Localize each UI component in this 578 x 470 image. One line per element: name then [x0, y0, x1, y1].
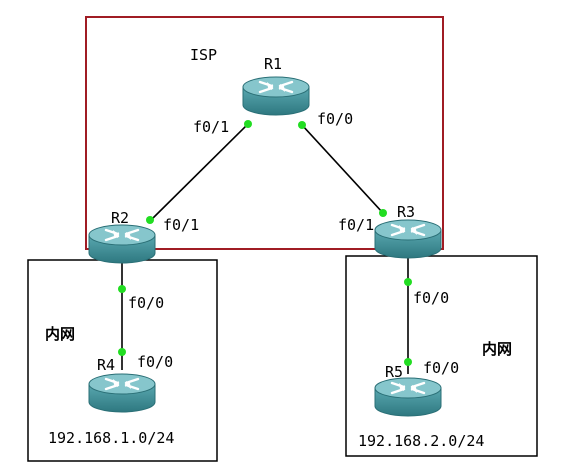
- router-r4-label: R4: [97, 356, 115, 374]
- port-label-r3-f00: f0/0: [413, 289, 449, 307]
- router-r2-label: R2: [111, 209, 129, 227]
- isp-region-box: [85, 16, 444, 250]
- port-dot-r1-f00: [298, 121, 306, 129]
- router-r1-icon: [241, 75, 311, 117]
- port-label-r4-f00: f0/0: [137, 353, 173, 371]
- port-dot-r1-f01: [244, 120, 252, 128]
- port-dot-r4-f00: [118, 348, 126, 356]
- port-label-r5-f00: f0/0: [423, 359, 459, 377]
- router-r2-icon: [87, 223, 157, 265]
- link-r1-r3: [301, 124, 384, 214]
- port-dot-r2-f00: [118, 285, 126, 293]
- port-label-r2-f01: f0/1: [163, 216, 199, 234]
- lan-right-label: 内网: [482, 340, 512, 358]
- router-r3-label: R3: [397, 203, 415, 221]
- link-r1-r2: [149, 123, 249, 222]
- port-dot-r5-f00: [404, 358, 412, 366]
- router-r1-label: R1: [264, 55, 282, 73]
- port-label-r2-f00: f0/0: [128, 294, 164, 312]
- port-dot-r3-f01: [379, 209, 387, 217]
- port-dot-r2-f01: [146, 216, 154, 224]
- port-label-r1-f00: f0/0: [317, 110, 353, 128]
- port-label-r1-f01: f0/1: [193, 118, 229, 136]
- lan-left-label: 内网: [45, 325, 75, 343]
- lan-right-region-box: [345, 255, 538, 457]
- port-dot-r3-f00: [404, 278, 412, 286]
- router-r4-icon: [87, 372, 157, 414]
- lan-right-subnet: 192.168.2.0/24: [358, 432, 484, 450]
- isp-label: ISP: [190, 46, 217, 64]
- lan-left-subnet: 192.168.1.0/24: [48, 429, 174, 447]
- router-r3-icon: [373, 218, 443, 260]
- port-label-r3-f01: f0/1: [338, 216, 374, 234]
- router-r5-icon: [373, 376, 443, 418]
- router-r5-label: R5: [385, 363, 403, 381]
